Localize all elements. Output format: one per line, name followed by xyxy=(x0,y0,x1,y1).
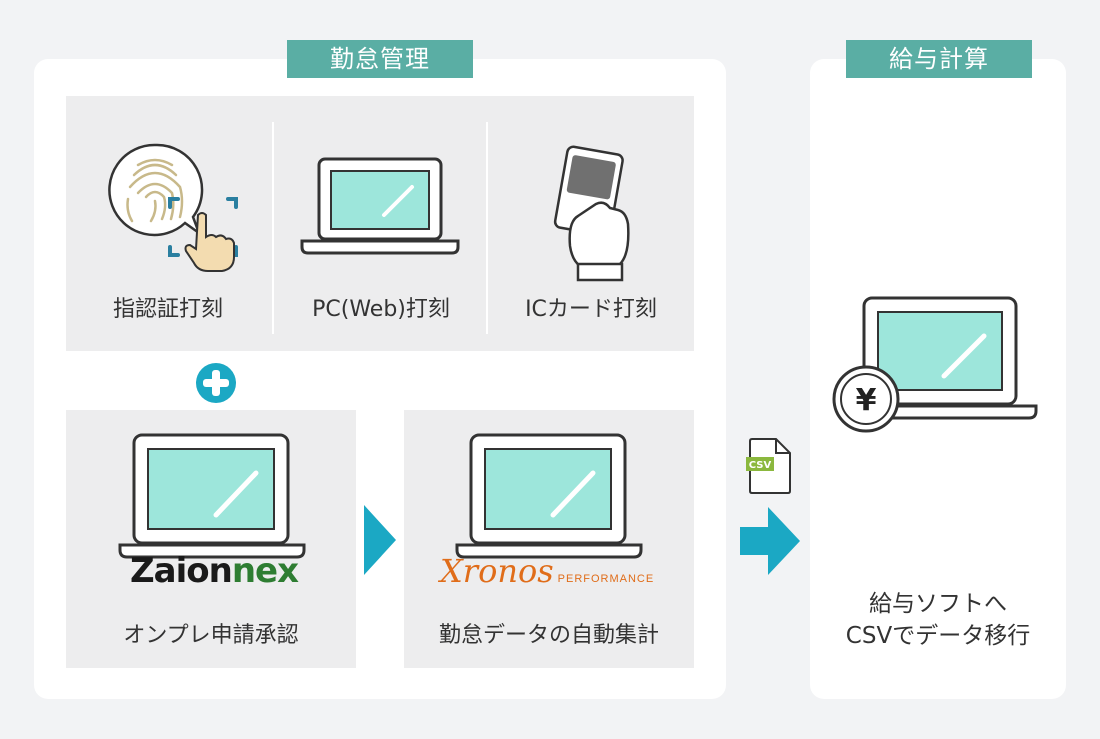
xronos-label: 勤怠データの自動集計 xyxy=(438,623,659,648)
payroll-title: 給与計算 xyxy=(846,40,1032,78)
payroll-description: 給与ソフトへ CSVでデータ移行 xyxy=(810,588,1066,652)
ic-card-label: ICカード打刻 xyxy=(525,297,657,322)
divider xyxy=(272,122,274,334)
laptop-icon xyxy=(118,433,306,559)
divider xyxy=(486,122,488,334)
yen-symbol: ¥ xyxy=(856,383,877,418)
zaion-brand-accent: nex xyxy=(231,551,299,591)
zaion-label: オンプレ申請承認 xyxy=(123,623,299,648)
zaion-brand-main: Zaion xyxy=(129,551,233,591)
payroll-description-line: CSVでデータ移行 xyxy=(845,623,1031,649)
attendance-title: 勤怠管理 xyxy=(287,40,473,78)
payroll-description-line: 給与ソフトへ xyxy=(869,591,1007,617)
xronos-brand-sub: PERFORMANCE xyxy=(557,573,655,585)
payroll-laptop-icon: ¥ xyxy=(832,296,1038,433)
arrow-right-icon xyxy=(364,505,396,575)
fingerprint-label: 指認証打刻 xyxy=(112,297,223,322)
xronos-brand-main: Xronos xyxy=(440,552,554,590)
arrow-right-icon xyxy=(740,507,800,575)
laptop-icon xyxy=(455,433,643,559)
ic-card-icon xyxy=(553,145,630,282)
csv-file-icon: CSV xyxy=(746,438,791,494)
csv-file-label: CSV xyxy=(749,460,772,471)
plus-icon xyxy=(196,363,236,403)
laptop-icon xyxy=(300,157,460,255)
pc-web-label: PC(Web)打刻 xyxy=(312,297,450,322)
fingerprint-icon xyxy=(108,143,238,272)
zaion-nex-logo: Zaionnex xyxy=(104,551,324,591)
